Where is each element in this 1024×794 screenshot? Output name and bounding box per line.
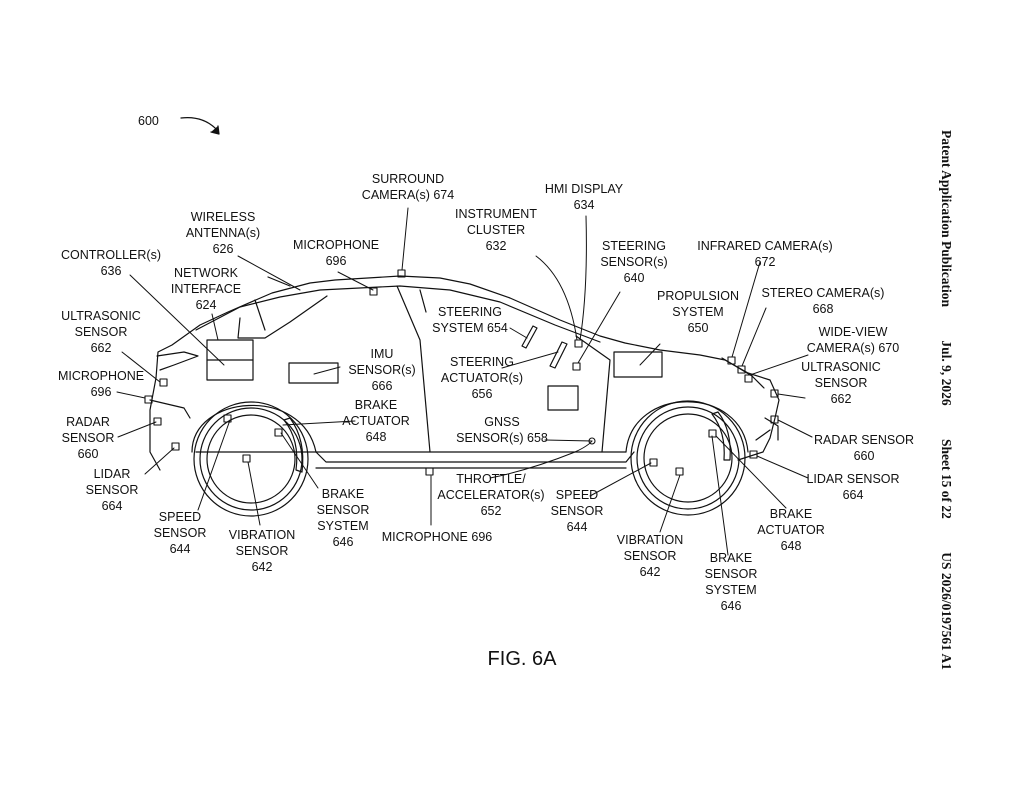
- label-microphone-top: MICROPHONE 696: [293, 237, 379, 269]
- label-radar-rear: RADAR SENSOR 660: [62, 414, 115, 462]
- label-brake-sensor-front: BRAKE SENSOR SYSTEM 646: [705, 550, 758, 614]
- label-infrared-camera: INFRARED CAMERA(s) 672: [697, 238, 832, 270]
- figure-label: FIG. 6A: [488, 648, 557, 671]
- header-number: US 2026/0197561 A1: [939, 552, 954, 670]
- label-brake-actuator-front: BRAKE ACTUATOR 648: [757, 506, 825, 554]
- label-steering-system: STEERING SYSTEM 654: [432, 304, 508, 336]
- label-hmi-display: HMI DISPLAY 634: [545, 181, 623, 213]
- label-microphone-bottom: MICROPHONE 696: [382, 529, 492, 545]
- component-boxes: [207, 326, 662, 410]
- reference-numeral: 600: [138, 114, 159, 128]
- label-network-interface: NETWORK INTERFACE 624: [171, 265, 241, 313]
- label-steering-sensor-top: STEERING SENSOR(s) 640: [600, 238, 667, 286]
- header-sheet: Sheet 15 of 22: [939, 439, 954, 519]
- header-publication: Patent Application Publication: [939, 130, 954, 307]
- label-lidar-rear: LIDAR SENSOR 664: [86, 466, 139, 514]
- label-throttle: THROTTLE/ ACCELERATOR(s) 652: [437, 471, 544, 519]
- label-vibration-rear: VIBRATION SENSOR 642: [229, 527, 295, 575]
- label-lidar-front: LIDAR SENSOR 664: [806, 471, 899, 503]
- label-brake-sensor-rear: BRAKE SENSOR SYSTEM 646: [317, 486, 370, 550]
- label-wide-view-camera: WIDE-VIEW CAMERA(s) 670: [807, 324, 899, 356]
- label-microphone-rear: MICROPHONE 696: [58, 368, 144, 400]
- label-wireless-antenna: WIRELESS ANTENNA(s) 626: [186, 209, 260, 257]
- label-vibration-front: VIBRATION SENSOR 642: [617, 532, 683, 580]
- label-speed-front: SPEED SENSOR 644: [551, 487, 604, 535]
- label-propulsion-system: PROPULSION SYSTEM 650: [657, 288, 739, 336]
- label-controller: CONTROLLER(s) 636: [61, 247, 161, 279]
- label-gnss-sensor: GNSS SENSOR(s) 658: [456, 414, 548, 446]
- label-speed-rear: SPEED SENSOR 644: [154, 509, 207, 557]
- header-date: Jul. 9, 2026: [939, 340, 954, 405]
- front-wheel: [631, 401, 745, 515]
- label-ultrasonic-front: ULTRASONIC SENSOR 662: [801, 359, 881, 407]
- label-brake-actuator-rear: BRAKE ACTUATOR 648: [342, 397, 410, 445]
- label-radar-front: RADAR SENSOR 660: [814, 432, 914, 464]
- label-stereo-camera: STEREO CAMERA(s) 668: [762, 285, 885, 317]
- label-ultrasonic-rear: ULTRASONIC SENSOR 662: [61, 308, 141, 356]
- reference-arrow: [181, 118, 219, 134]
- patent-header: Patent Application Publication Jul. 9, 2…: [938, 130, 954, 670]
- label-instrument-cluster: INSTRUMENT CLUSTER 632: [455, 206, 537, 254]
- label-imu-sensor: IMU SENSOR(s) 666: [348, 346, 415, 394]
- label-steering-actuator: STEERING ACTUATOR(s) 656: [441, 354, 523, 402]
- label-surround-camera: SURROUND CAMERA(s) 674: [362, 171, 454, 203]
